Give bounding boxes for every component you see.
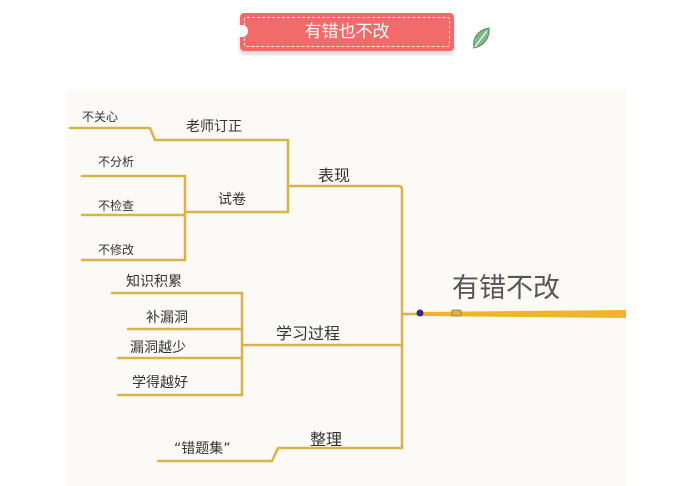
leaf-bujiancha: 不检查	[98, 199, 135, 213]
mindmap-background	[66, 90, 626, 486]
leaf-zhishi-jilei: 知识积累	[126, 274, 182, 290]
leaf-buxiugai: 不修改	[98, 243, 135, 257]
leaf-cuotiji: “错题集”	[174, 441, 231, 457]
leaf-bufenxi: 不分析	[98, 155, 135, 169]
branch-biaoxian: 表现	[318, 166, 351, 185]
leaf-bu-loudong: 补漏洞	[146, 310, 188, 326]
branch-zhengli: 整理	[310, 430, 343, 449]
leaf-icon	[473, 27, 490, 49]
leaf-xuede-yuehao: 学得越好	[132, 375, 188, 391]
root-bar	[418, 310, 626, 318]
title-banner: 有错也不改	[238, 13, 454, 51]
connector-biaoxian	[286, 184, 404, 192]
root-marker	[451, 309, 462, 317]
leaf-loudong-yueshao: 漏洞越少	[130, 340, 186, 356]
root-dot	[416, 309, 424, 317]
branch-xuexi-guocheng: 学习过程	[276, 324, 341, 343]
banner-title: 有错也不改	[304, 22, 390, 42]
banner-notch	[238, 25, 248, 37]
connector-zhengli	[156, 446, 404, 463]
connector-laoshi	[68, 126, 290, 142]
node-shijuan: 试卷	[218, 192, 246, 208]
leaf-buguanxin: 不关心	[82, 110, 119, 124]
node-laoshi-dingzheng: 老师订正	[186, 119, 242, 135]
root-node: 有错不改	[452, 273, 560, 304]
